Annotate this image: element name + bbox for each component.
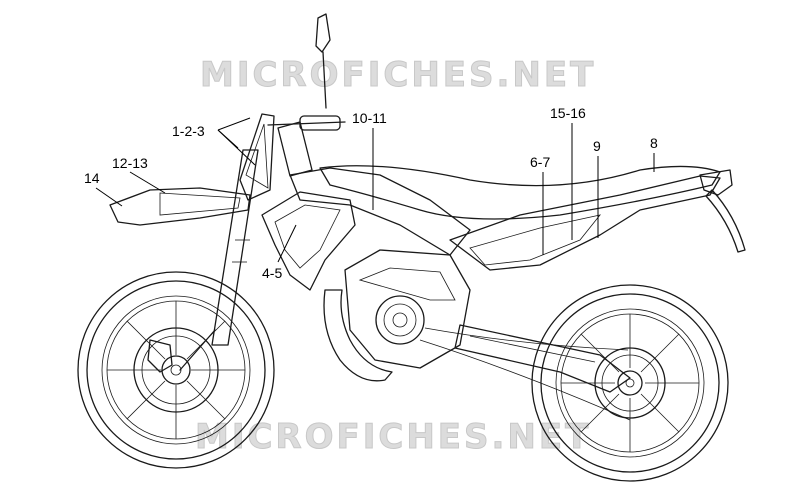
callout-label: 10-11 (352, 110, 387, 126)
engine (344, 249, 471, 369)
drive-chain (419, 339, 631, 421)
radiator-shroud (261, 191, 356, 291)
seat (319, 165, 721, 220)
callout-label: 12-13 (112, 155, 148, 171)
front-wheel (77, 271, 275, 469)
callout-8: 8 (650, 135, 658, 172)
callout-label: 6-7 (530, 154, 550, 170)
front-fender (109, 187, 251, 226)
callout-4-5: 4-5 (262, 224, 297, 281)
front-fork (179, 149, 259, 371)
exhaust-pipe (323, 289, 393, 382)
callout-label: 15-16 (550, 105, 586, 121)
callout-label: 14 (84, 170, 100, 186)
front-brake-disc (133, 327, 219, 413)
watermark-top: MICROFICHES.NET (200, 55, 596, 95)
callout-label: 4-5 (262, 265, 282, 281)
rear-side-panel (449, 175, 721, 271)
callout-label: 9 (593, 138, 601, 154)
callout-10-11: 10-11 (352, 110, 387, 210)
callout-1-2-3: 1-2-3 (172, 117, 256, 166)
callout-6-7: 6-7 (530, 154, 550, 255)
fuel-tank (289, 167, 471, 256)
callout-label: 1-2-3 (172, 123, 205, 139)
rear-sprocket (594, 347, 666, 419)
headlight-fairing (239, 113, 275, 201)
tail-light (699, 169, 733, 196)
callout-12-13: 12-13 (112, 155, 166, 194)
callout-9: 9 (593, 138, 601, 238)
swingarm (454, 324, 631, 393)
mirror (315, 13, 331, 53)
rear-mudguard (705, 189, 746, 253)
brake-caliper (147, 339, 173, 373)
rear-wheel (531, 284, 729, 482)
callout-15-16: 15-16 (550, 105, 586, 240)
engine-clutch-cover (375, 295, 425, 345)
callout-14: 14 (84, 170, 123, 207)
callout-label: 8 (650, 135, 658, 151)
watermark-bottom: MICROFICHES.NET (195, 417, 591, 457)
steering-head (277, 121, 313, 177)
